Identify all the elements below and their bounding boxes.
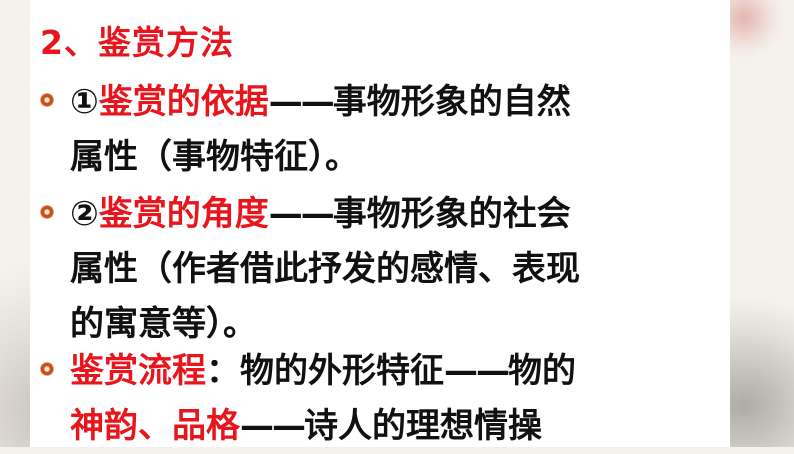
bullet-number: ① [70,82,99,122]
bullet-angle-line2: 属性（作者借此抒发的感情、表现 [70,249,580,289]
colon: ： [206,351,240,391]
em-dash: —— [444,351,510,391]
flower-bullet-icon [40,361,54,376]
bullet-text: 事物形象的自然 [332,82,571,122]
bullet-angle-line3: 的寓意等）。 [70,304,257,344]
bullet-process: 鉴赏流程：物的外形特征——物的 神韵、品格——诗人的理想情操 [40,344,720,454]
bullet-highlight: 鉴赏流程 [70,351,206,391]
em-dash: —— [240,406,306,446]
em-dash: —— [268,194,335,234]
bullet-angle: ②鉴赏的角度——事物形象的社会 属性（作者借此抒发的感情、表现 的寓意等）。 [40,187,720,352]
flower-bullet-icon [40,204,54,219]
bullet-number: ② [70,194,99,234]
bullet-text: 事物形象的社会 [332,194,571,234]
bullet-basis: ①鉴赏的依据——事物形象的自然 属性（事物特征）。 [40,75,720,185]
bullet-highlight: 鉴赏的依据 [98,82,269,122]
bullet-text: 诗人的理想情操 [304,406,542,446]
bullet-basis-line2: 属性（事物特征）。 [70,137,359,177]
bullet-basis-line1: ①鉴赏的依据——事物形象的自然 [40,75,720,130]
bullet-process-line2: 神韵、品格——诗人的理想情操 [40,399,720,454]
bullet-highlight: 神韵、品格 [70,406,240,446]
bullet-text-tail: 物的 [508,351,576,391]
bullet-highlight: 鉴赏的角度 [98,194,269,234]
slide-content-panel: 2、鉴赏方法 ①鉴赏的依据——事物形象的自然 属性（事物特征）。 ②鉴赏的角度—… [30,0,730,447]
bullet-text: 物的外形特征 [240,351,444,391]
em-dash: —— [268,82,335,122]
section-heading: 2、鉴赏方法 [40,23,234,62]
bullet-process-line1: 鉴赏流程：物的外形特征——物的 [40,344,720,399]
bullet-angle-line1: ②鉴赏的角度——事物形象的社会 [40,187,720,242]
flower-bullet-icon [40,92,54,107]
